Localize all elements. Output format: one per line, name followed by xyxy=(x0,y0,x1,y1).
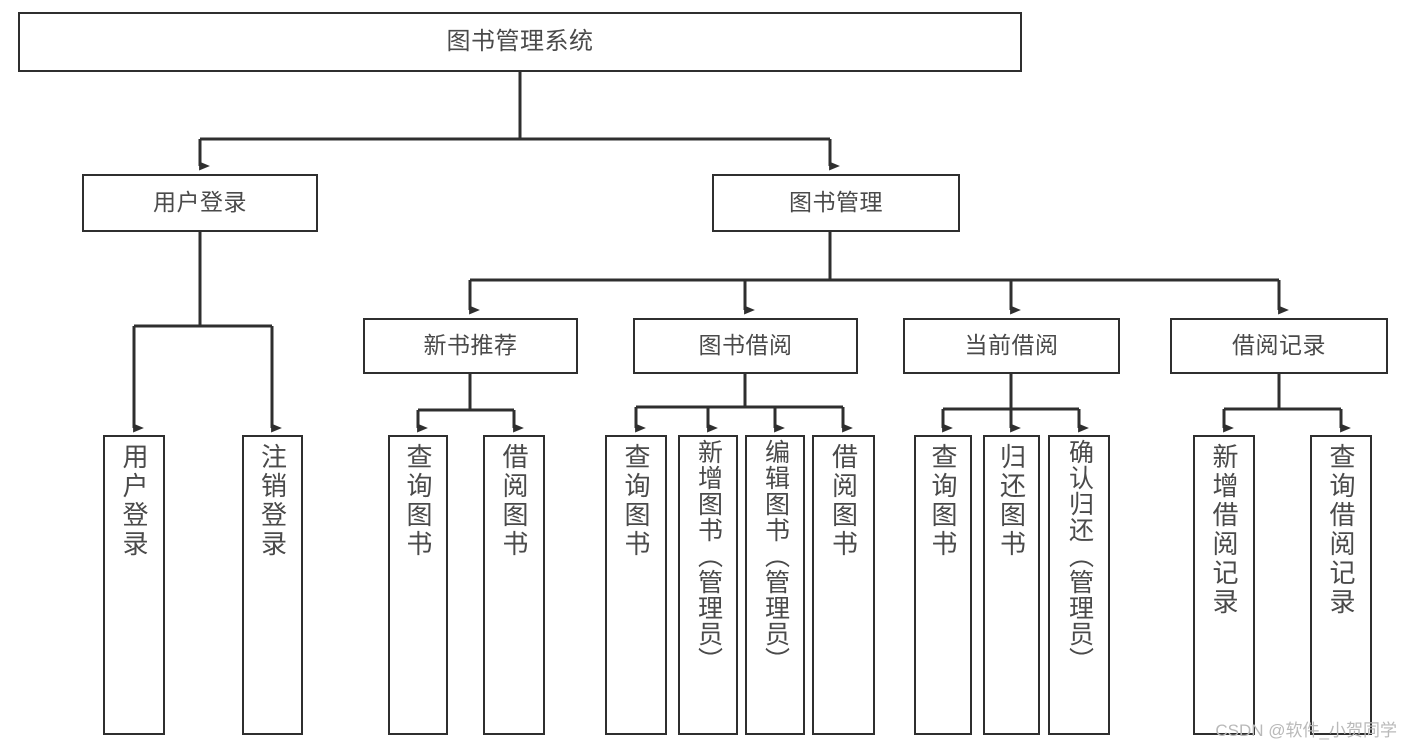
node-borrow-record[interactable]: 借阅记录 xyxy=(1170,318,1388,374)
node-leaf-borrow-book[interactable]: 借阅图书 xyxy=(812,435,875,735)
node-leaf-borrow-book-recommend-label: 借阅图书 xyxy=(499,443,529,559)
node-leaf-query-borrow-record-label: 查询借阅记录 xyxy=(1326,443,1356,617)
node-leaf-query-book-recommend[interactable]: 查询图书 xyxy=(388,435,448,735)
node-book-borrow[interactable]: 图书借阅 xyxy=(633,318,858,374)
node-new-book-recommend-label: 新书推荐 xyxy=(423,332,518,359)
node-current-borrow[interactable]: 当前借阅 xyxy=(903,318,1120,374)
node-root[interactable]: 图书管理系统 xyxy=(18,12,1022,72)
node-user-login[interactable]: 用户登录 xyxy=(82,174,318,232)
node-book-manage[interactable]: 图书管理 xyxy=(712,174,960,232)
node-leaf-user-login[interactable]: 用户登录 xyxy=(103,435,165,735)
node-leaf-query-book-label: 查询图书 xyxy=(621,443,651,559)
node-leaf-query-book-recommend-label: 查询图书 xyxy=(403,443,433,559)
node-leaf-confirm-return-label: 确认归还（管理员） xyxy=(1065,439,1094,673)
node-leaf-query-book-current-label: 查询图书 xyxy=(928,443,958,559)
node-book-manage-label: 图书管理 xyxy=(789,189,883,216)
node-new-book-recommend[interactable]: 新书推荐 xyxy=(363,318,578,374)
node-leaf-add-borrow-record-label: 新增借阅记录 xyxy=(1209,443,1239,617)
watermark-text: CSDN @软件_小贺同学 xyxy=(1215,721,1397,740)
node-book-borrow-label: 图书借阅 xyxy=(698,332,793,359)
node-leaf-add-book-label: 新增图书（管理员） xyxy=(694,439,723,673)
node-leaf-edit-book[interactable]: 编辑图书（管理员） xyxy=(745,435,805,735)
node-leaf-user-logout-label: 注销登录 xyxy=(257,443,288,559)
node-leaf-user-login-label: 用户登录 xyxy=(119,443,149,559)
node-leaf-return-book-label: 归还图书 xyxy=(996,443,1027,559)
node-leaf-query-book-current[interactable]: 查询图书 xyxy=(914,435,972,735)
node-leaf-query-borrow-record[interactable]: 查询借阅记录 xyxy=(1310,435,1372,735)
node-leaf-borrow-book-label: 借阅图书 xyxy=(828,443,859,559)
node-leaf-user-logout[interactable]: 注销登录 xyxy=(242,435,303,735)
node-current-borrow-label: 当前借阅 xyxy=(964,332,1059,359)
node-leaf-edit-book-label: 编辑图书（管理员） xyxy=(761,439,790,673)
node-borrow-record-label: 借阅记录 xyxy=(1232,332,1326,359)
node-leaf-borrow-book-recommend[interactable]: 借阅图书 xyxy=(483,435,545,735)
node-leaf-add-borrow-record[interactable]: 新增借阅记录 xyxy=(1193,435,1255,735)
node-user-login-label: 用户登录 xyxy=(153,189,247,216)
node-leaf-query-book[interactable]: 查询图书 xyxy=(605,435,667,735)
node-root-label: 图书管理系统 xyxy=(446,27,594,55)
node-leaf-add-book[interactable]: 新增图书（管理员） xyxy=(678,435,738,735)
node-leaf-return-book[interactable]: 归还图书 xyxy=(983,435,1040,735)
node-leaf-confirm-return[interactable]: 确认归还（管理员） xyxy=(1048,435,1110,735)
